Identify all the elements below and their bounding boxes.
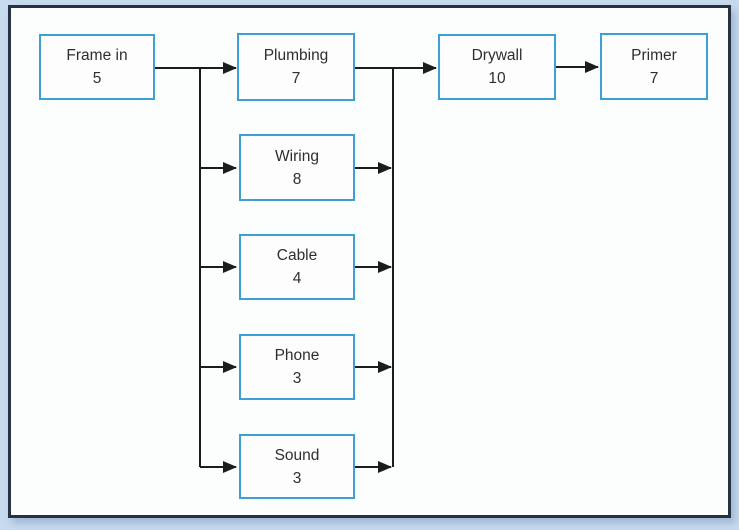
- node-wiring: Wiring 8: [239, 134, 355, 201]
- node-phone: Phone 3: [239, 334, 355, 400]
- activity-duration: 3: [292, 370, 302, 387]
- node-frame-in: Frame in 5: [39, 34, 155, 100]
- activity-label: Phone: [274, 347, 320, 364]
- node-plumbing: Plumbing 7: [237, 33, 355, 101]
- activity-label: Frame in: [66, 47, 128, 64]
- activity-label: Wiring: [275, 147, 319, 165]
- activity-label: Primer: [631, 46, 677, 64]
- activity-duration: 7: [291, 70, 301, 87]
- node-primer: Primer 7: [600, 33, 708, 100]
- node-drywall: Drywall 10: [438, 34, 556, 100]
- node-sound: Sound 3: [239, 434, 355, 499]
- activity-duration: 4: [292, 270, 302, 287]
- activity-label: Cable: [276, 247, 318, 264]
- activity-label: Sound: [274, 446, 320, 464]
- activity-label: Drywall: [471, 47, 523, 64]
- activity-duration: 8: [292, 170, 302, 188]
- activity-duration: 10: [488, 70, 506, 87]
- activity-duration: 5: [92, 70, 102, 87]
- activity-label: Plumbing: [263, 47, 329, 64]
- activity-duration: 7: [649, 69, 659, 87]
- activity-duration: 3: [292, 469, 302, 487]
- node-cable: Cable 4: [239, 234, 355, 300]
